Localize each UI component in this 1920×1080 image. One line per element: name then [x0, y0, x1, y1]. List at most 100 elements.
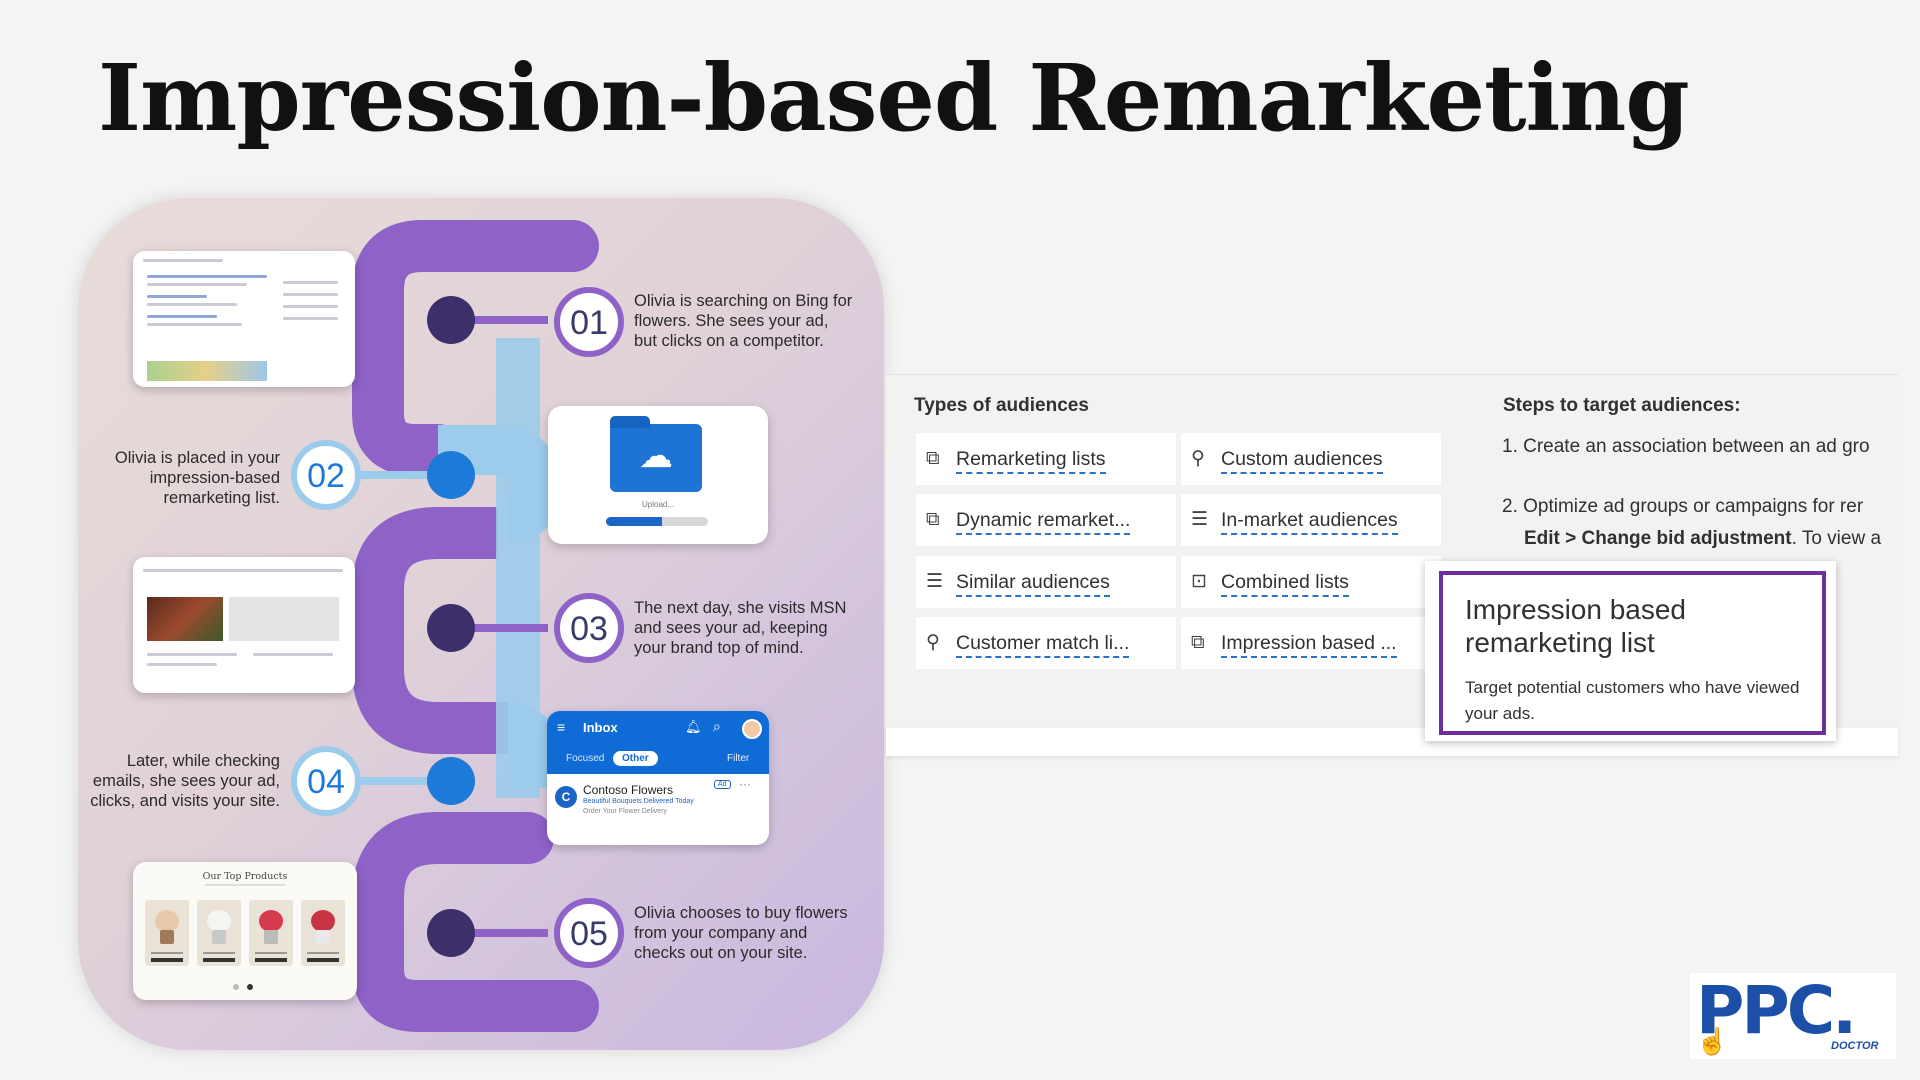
customer-match-icon: ⚲ — [926, 632, 940, 653]
timeline-track-top — [352, 220, 599, 476]
audience-label: Customer match li... — [956, 632, 1130, 658]
infographic-card: 01 02 03 04 05 Olivia is searching on Bi… — [78, 198, 884, 1050]
steps-heading: Steps to target audiences: — [1503, 395, 1741, 416]
news-image — [229, 597, 339, 641]
more-icon: ··· — [739, 777, 751, 791]
audience-label: Similar audiences — [956, 571, 1110, 597]
tooltip-description: Target potential customers who have view… — [1465, 678, 1800, 723]
upload-progress-fill — [606, 517, 663, 526]
product-card — [249, 900, 293, 966]
audience-label: Remarketing lists — [956, 448, 1106, 474]
email-subject: Beautiful Bouquets Delivered Today — [583, 798, 694, 805]
step-number-04: 04 — [307, 763, 345, 801]
step-circle-02 — [291, 440, 361, 510]
ppc-doctor-logo: PPC. DOCTOR — [1690, 972, 1896, 1059]
impression-tooltip: Impression based remarketing list Target… — [1425, 561, 1836, 741]
ad-image — [147, 597, 223, 641]
timeline-graphic: 01 02 03 04 05 — [291, 220, 624, 1032]
msn-screenshot — [133, 557, 355, 693]
search-results-screenshot — [133, 251, 355, 387]
sender-avatar: C — [555, 786, 577, 808]
bell-icon: 🔔︎ — [685, 719, 702, 734]
logo-main: PPC. — [1696, 972, 1857, 1049]
step-number-03: 03 — [570, 610, 608, 648]
menu-icon: ≡ — [557, 719, 566, 735]
audience-customer-match[interactable]: ⚲ Customer match li... — [916, 617, 1176, 669]
map-thumbnail — [147, 361, 267, 381]
step-number-01: 01 — [570, 304, 608, 342]
upload-progress-bar — [606, 517, 708, 526]
ad-badge: Ad — [714, 780, 731, 789]
step-text-04: Later, while checking emails, she sees y… — [90, 752, 280, 810]
remarketing-icon: ⧉ — [926, 448, 940, 469]
audience-remarketing-lists[interactable]: ⧉ Remarketing lists — [916, 433, 1176, 485]
edit-link[interactable]: Edit — [1524, 528, 1560, 549]
audience-label: In-market audiences — [1221, 509, 1398, 535]
cloud-upload-icon: ☁ — [639, 437, 673, 475]
products-title: Our Top Products — [202, 871, 288, 882]
step-text-02: Olivia is placed in your impression-base… — [114, 449, 280, 507]
step-2-rest: . To view a — [1791, 528, 1882, 549]
outlook-inbox-screenshot: ≡ Inbox 🔔︎ ⌕ Focused Other Filter C Cont… — [547, 711, 769, 845]
combined-list-icon: ⊡ — [1191, 571, 1207, 592]
inbox-title: Inbox — [583, 720, 618, 735]
tab-other: Other — [613, 751, 658, 766]
search-icon: ⌕ — [713, 718, 721, 734]
folder-icon: ☁ — [610, 416, 702, 492]
sender-name: Contoso Flowers — [583, 783, 674, 797]
products-screenshot: Our Top Products — [133, 862, 357, 1000]
step-circle-03 — [554, 593, 624, 663]
dynamic-remarketing-icon: ⧉ — [926, 509, 940, 530]
upload-card: ☁ Upload... — [548, 406, 768, 544]
product-card — [197, 900, 241, 966]
product-card — [145, 900, 189, 966]
step-circle-01 — [554, 287, 624, 357]
audiences-heading: Types of audiences — [914, 395, 1089, 416]
step-2-text: 2. Optimize ad groups or campaigns for r… — [1502, 496, 1864, 517]
audience-label: Custom audiences — [1221, 448, 1383, 474]
audience-combined-lists[interactable]: ⊡ Combined lists — [1181, 556, 1441, 608]
timeline-dot-04 — [427, 757, 475, 805]
audience-label: Combined lists — [1221, 571, 1349, 597]
tooltip-highlight-border: Impression based remarketing list Target… — [1439, 571, 1826, 735]
list-icon: ☰ — [1191, 509, 1209, 530]
step-2-continuation: Edit > Change bid adjustment. To view a — [1524, 528, 1881, 550]
audience-label: Impression based ... — [1221, 632, 1397, 658]
logo-sub: DOCTOR — [1831, 1040, 1879, 1052]
hand-cursor-icon: ☝ — [1696, 1026, 1729, 1056]
carousel-dot-active — [247, 984, 253, 990]
timeline-track-low — [352, 812, 599, 1032]
step-1-text: 1. Create an association between an ad g… — [1502, 436, 1870, 457]
step-number-05: 05 — [570, 915, 608, 953]
step-text-05: Olivia chooses to buy flowers from your … — [634, 904, 848, 962]
tab-focused: Focused — [566, 753, 605, 764]
audience-in-market[interactable]: ☰ In-market audiences — [1181, 494, 1441, 546]
timeline-track-mid — [352, 507, 508, 754]
audience-impression-based[interactable]: ⧉ Impression based ... — [1181, 617, 1441, 669]
email-row: C Contoso Flowers Beautiful Bouquets Del… — [547, 774, 769, 845]
step-circle-05 — [554, 898, 624, 968]
email-preview: Order Your Flower Delivery — [583, 808, 668, 815]
audience-dynamic-remarketing[interactable]: ⧉ Dynamic remarket... — [916, 494, 1176, 546]
products-divider — [205, 884, 285, 886]
slide-title: Impression-based Remarketing — [98, 44, 1690, 152]
audience-similar[interactable]: ☰ Similar audiences — [916, 556, 1176, 608]
avatar — [742, 719, 762, 739]
impression-icon: ⧉ — [1191, 632, 1205, 653]
step-number-02: 02 — [307, 457, 345, 495]
filter-label: Filter — [727, 753, 750, 764]
upload-label: Upload... — [641, 500, 675, 509]
audience-custom-audiences[interactable]: ⚲ Custom audiences — [1181, 433, 1441, 485]
timeline-dot-02 — [427, 451, 475, 499]
product-card — [301, 900, 345, 966]
audience-label: Dynamic remarket... — [956, 509, 1131, 535]
step-text-03: The next day, she visits MSN and sees yo… — [634, 599, 847, 657]
step-text-01: Olivia is searching on Bing for flowers.… — [634, 292, 853, 350]
carousel-dot — [233, 984, 239, 990]
tooltip-title: Impression based remarketing list — [1465, 594, 1687, 658]
timeline-dot-01 — [427, 296, 475, 344]
change-bid-adjustment-link[interactable]: Change bid adjustment — [1581, 528, 1792, 549]
list-icon: ☰ — [926, 571, 944, 592]
step-circle-04 — [291, 746, 361, 816]
custom-audience-icon: ⚲ — [1191, 448, 1205, 469]
